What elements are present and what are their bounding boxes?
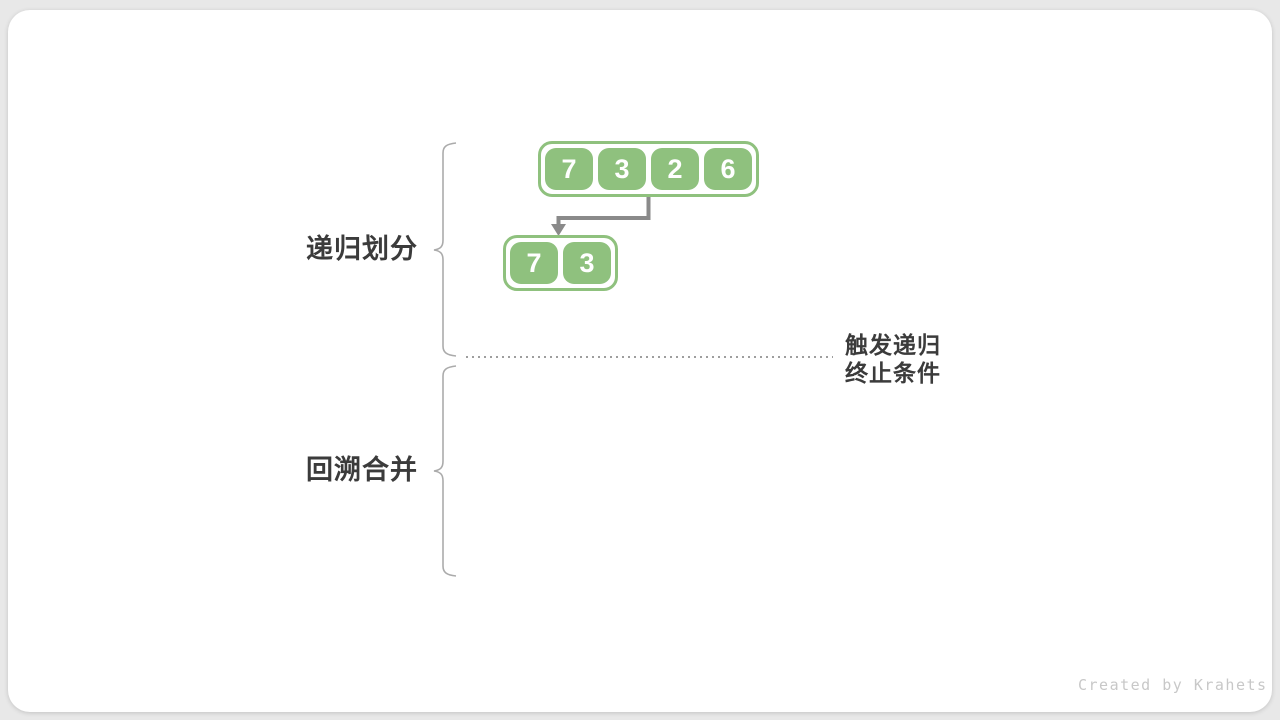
label-recursive-divide: 递归划分 bbox=[306, 234, 418, 264]
watermark: Created by Krahets bbox=[1078, 676, 1268, 694]
label-backtrack-merge: 回溯合并 bbox=[306, 455, 418, 485]
array-sub: 7 3 bbox=[503, 235, 618, 291]
diagram-card bbox=[8, 10, 1272, 712]
array-cell: 7 bbox=[545, 148, 593, 190]
array-cell: 3 bbox=[563, 242, 611, 284]
array-cell: 6 bbox=[704, 148, 752, 190]
label-termination-line2: 终止条件 bbox=[845, 360, 941, 386]
label-termination-line1: 触发递归 bbox=[845, 332, 941, 358]
array-top: 7 3 2 6 bbox=[538, 141, 759, 197]
array-cell: 7 bbox=[510, 242, 558, 284]
array-cell: 2 bbox=[651, 148, 699, 190]
array-cell: 3 bbox=[598, 148, 646, 190]
label-termination: 触发递归 终止条件 bbox=[845, 331, 941, 387]
